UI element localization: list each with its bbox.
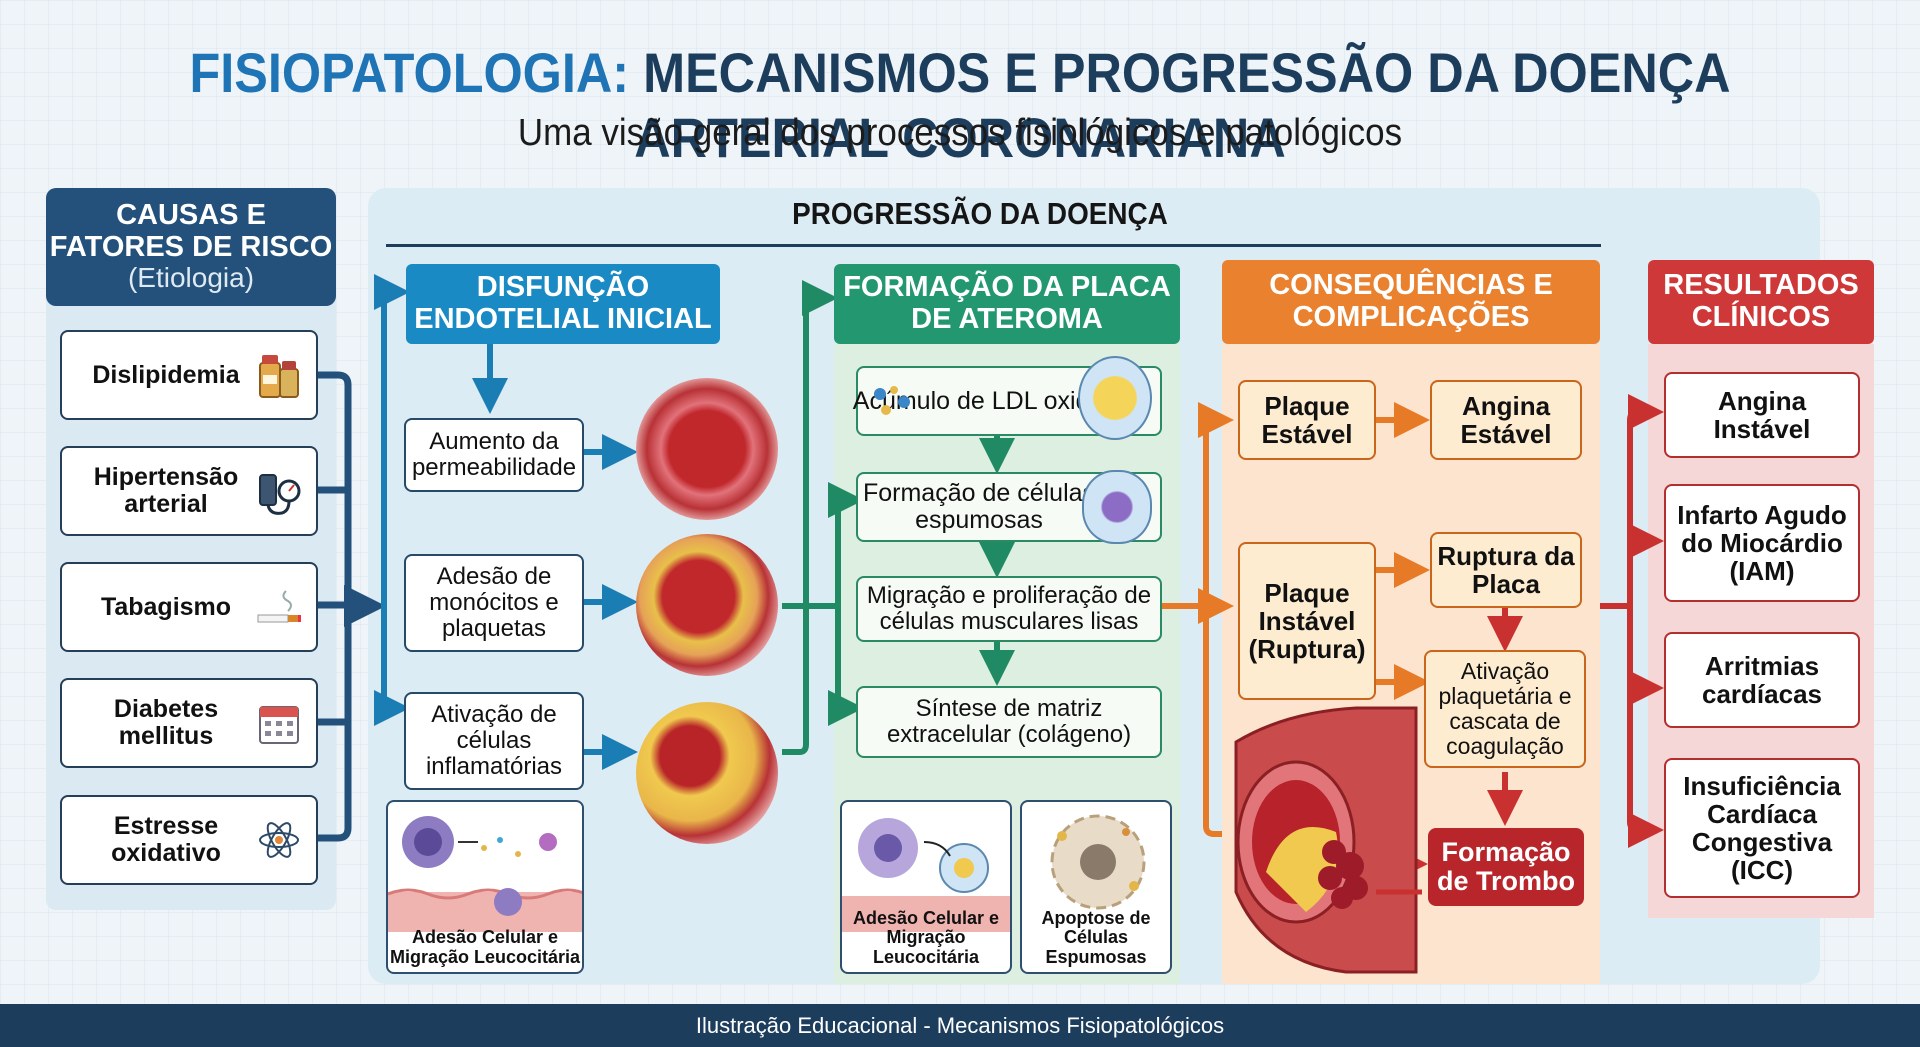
illustration-adesao-celular: Adesão Celular e Migração Leucocitária — [386, 800, 584, 974]
formacao-trombo-box: Formação de Trombo — [1428, 828, 1584, 906]
progression-title: PROGRESSÃO DA DOENÇA — [792, 196, 1168, 231]
resultado-icc: Insuficiência Cardíaca Congestiva (ICC) — [1664, 758, 1860, 898]
page-subtitle: Uma visão geral dos processos fisiológic… — [517, 112, 1403, 154]
cause-diabetes: Diabetes mellitus — [60, 678, 318, 768]
causes-header-subtitle: (Etiologia) — [127, 262, 255, 294]
footer: Ilustração Educacional - Mecanismos Fisi… — [0, 1004, 1920, 1047]
cause-estresse: Estresse oxidativo — [60, 795, 318, 885]
disfuncao-header: DISFUNÇÃO ENDOTELIAL INICIAL — [406, 264, 720, 344]
illustration-caption: Adesão Celular e Migração Leucocitária — [389, 927, 581, 968]
resultado-iam: Infarto Agudo do Miocárdio (IAM) — [1664, 484, 1860, 602]
page-title: FISIOPATOLOGIA: MECANISMOS E PROGRESSÃO … — [189, 41, 1731, 169]
illustration-adesao-celular-2: Adesão Celular e Migração Leucocitária — [840, 800, 1012, 974]
formacao-item-migracao: Migração e proliferação de células muscu… — [856, 576, 1162, 642]
foam-cell-icon — [1078, 356, 1152, 440]
artery-cross-section-early-plaque — [636, 534, 778, 676]
ruptured-artery-graphic — [1234, 706, 1422, 974]
cause-label: Dislipidemia — [92, 360, 240, 389]
causes-panel — [46, 188, 336, 910]
artery-cross-section-healthy — [636, 378, 778, 520]
apoptosis-graphic — [1050, 814, 1146, 910]
illustration-caption: Adesão Celular e Migração Leucocitária — [852, 907, 1000, 968]
macrophage-icon — [1082, 470, 1152, 544]
blood-pressure-icon — [259, 474, 301, 515]
ativacao-plaquetaria-box: Ativação plaquetária e cascata de coagul… — [1424, 650, 1586, 768]
artery-cross-section-advanced-plaque — [636, 702, 778, 844]
cause-hipertensao: Hipertensão arterial — [60, 446, 318, 536]
cause-label: Diabetes mellitus — [113, 695, 219, 750]
causes-header: CAUSAS E FATORES DE RISCO (Etiologia) — [46, 188, 336, 306]
formacao-item-label: Formação de células espumosas — [862, 479, 1096, 534]
pill-bottles-icon — [259, 355, 299, 398]
formacao-header: FORMAÇÃO DA PLACA DE ATEROMA — [834, 264, 1180, 344]
angina-estavel-box: Angina Estável — [1430, 380, 1582, 460]
disfuncao-item-ativacao: Ativação de células inflamatórias — [404, 692, 584, 790]
illustration-caption: Apoptose de Células Espumosas — [1041, 907, 1151, 968]
cause-label: Tabagismo — [100, 592, 232, 621]
formacao-item-ldl: Acúmulo de LDL oxidado — [853, 356, 1162, 440]
formacao-item-sintese: Síntese de matriz extracelular (colágeno… — [856, 686, 1162, 758]
disfuncao-item-adesao: Adesão de monócitos e plaquetas — [404, 554, 584, 652]
resultado-angina-instavel: Angina Instável — [1664, 372, 1860, 458]
causes-header-title: CAUSAS E FATORES DE RISCO — [49, 198, 333, 263]
cause-tabagismo: Tabagismo — [60, 562, 318, 652]
ruptura-placa-box: Ruptura da Placa — [1430, 532, 1582, 608]
placa-estavel-box: Plaque Estável — [1238, 380, 1376, 460]
monocyte-transformation-graphic — [842, 818, 1010, 932]
ldl-particles-icon — [874, 386, 910, 415]
placa-instavel-box: Plaque Instável (Ruptura) — [1238, 542, 1376, 700]
disfuncao-item-permeabilidade: Aumento da permeabilidade — [404, 418, 584, 492]
resultado-arritmias: Arritmias cardíacas — [1664, 632, 1860, 728]
illustration-apoptose: Apoptose de Células Espumosas — [1020, 800, 1172, 974]
progression-divider — [386, 244, 1601, 247]
atom-icon — [259, 822, 299, 858]
resultados-header: RESULTADOS CLÍNICOS — [1648, 260, 1874, 344]
leukocyte-migration-graphic — [388, 816, 582, 932]
cause-label: Estresse oxidativo — [111, 812, 221, 867]
cigarette-icon — [257, 590, 301, 623]
formacao-item-celulas-espumosas: Formação de células espumosas — [856, 470, 1162, 544]
cause-dislipidemia: Dislipidemia — [60, 330, 318, 420]
calendar-icon — [259, 706, 299, 744]
consequencias-header: CONSEQUÊNCIAS E COMPLICAÇÕES — [1222, 260, 1600, 344]
cause-label: Hipertensão arterial — [93, 463, 239, 518]
